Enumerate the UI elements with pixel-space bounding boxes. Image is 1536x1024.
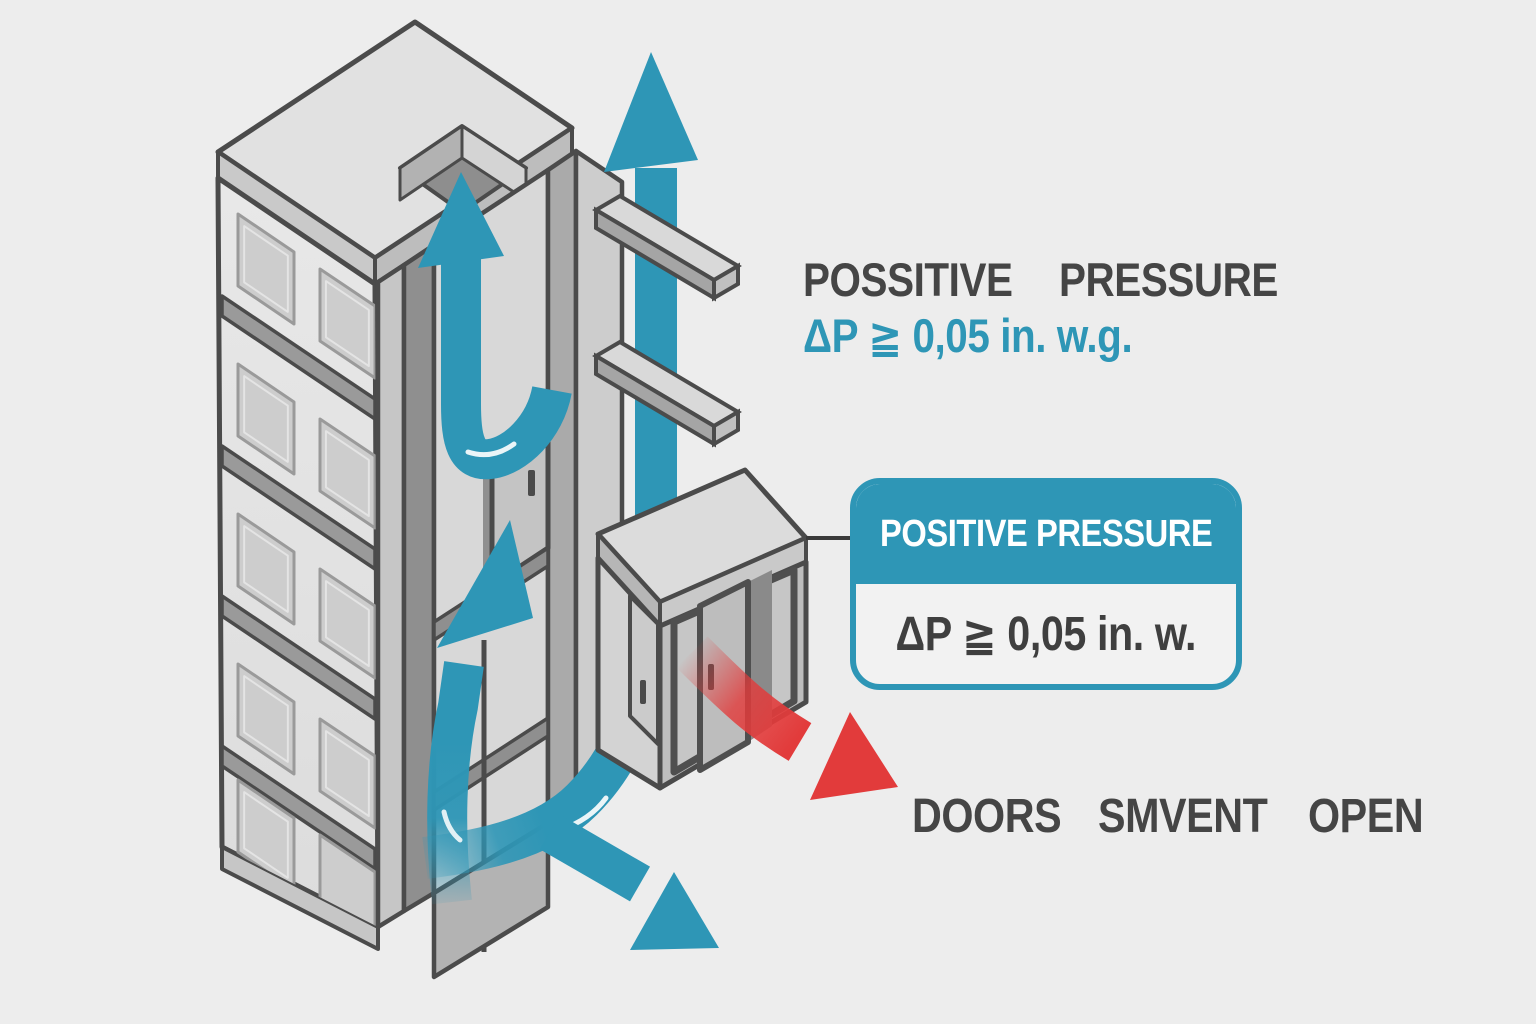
roof-exhaust-arrow bbox=[418, 172, 572, 480]
doors-note-line1: DOORS bbox=[912, 790, 1062, 843]
annex-side-panel bbox=[628, 594, 660, 746]
shaft-intake-arrow bbox=[427, 520, 533, 905]
callout-body: ΔP ≧ 0,05 in. w. bbox=[856, 584, 1236, 684]
shaft-right-wall bbox=[545, 148, 579, 826]
window bbox=[236, 362, 296, 476]
facade-windows bbox=[236, 212, 377, 927]
arrow-highlight bbox=[465, 441, 517, 458]
external-updraft-arrowhead bbox=[604, 52, 698, 172]
ground-exit-arrow bbox=[539, 814, 719, 950]
window bbox=[236, 512, 296, 626]
positive-pressure-heading: POSSITIVE PRESSURE ΔP ≧ 0,05 in. w.g. bbox=[803, 252, 1536, 364]
ground-exit-arrowhead bbox=[630, 872, 719, 950]
shaft-door-handle bbox=[528, 470, 535, 496]
window bbox=[236, 662, 296, 776]
callout-pressure-value: ΔP ≧ 0,05 in. w. bbox=[895, 608, 1197, 661]
heading-line1: POSSITIVE bbox=[803, 253, 1013, 306]
heading-pressure-value: ΔP ≧ 0,05 in. w.g. bbox=[803, 309, 1133, 362]
window bbox=[318, 833, 377, 927]
positive-pressure-callout: POSITIVE PRESSURE ΔP ≧ 0,05 in. w. bbox=[850, 478, 1242, 690]
annex-side-handle bbox=[640, 680, 646, 704]
cut-wall-front bbox=[375, 262, 407, 930]
window bbox=[318, 267, 377, 380]
heading-line2: PRESSURE bbox=[1059, 253, 1279, 306]
window bbox=[318, 567, 377, 680]
doors-note-line3: OPEN bbox=[1308, 790, 1424, 843]
roof-shaft-opening bbox=[398, 124, 528, 214]
arrow-highlight bbox=[441, 809, 463, 843]
smoke-exit-arrow bbox=[676, 636, 898, 800]
doors-note: DOORS SMVENT OPEN bbox=[912, 788, 1442, 845]
window bbox=[318, 717, 377, 830]
roof-exhaust-arrowhead bbox=[418, 172, 504, 268]
floor-slab-lower bbox=[592, 339, 742, 448]
callout-header: POSITIVE PRESSURE bbox=[856, 484, 1236, 584]
smoke-exit-arrowhead bbox=[810, 712, 898, 800]
floor-slab-upper bbox=[592, 193, 742, 302]
window bbox=[318, 417, 377, 530]
floor-bands bbox=[220, 294, 377, 871]
window bbox=[236, 212, 296, 326]
doors-note-line2: SMVENT bbox=[1098, 790, 1268, 843]
callout-title: POSITIVE PRESSURE bbox=[879, 512, 1213, 555]
shaft-intake-arrowhead bbox=[437, 520, 533, 648]
